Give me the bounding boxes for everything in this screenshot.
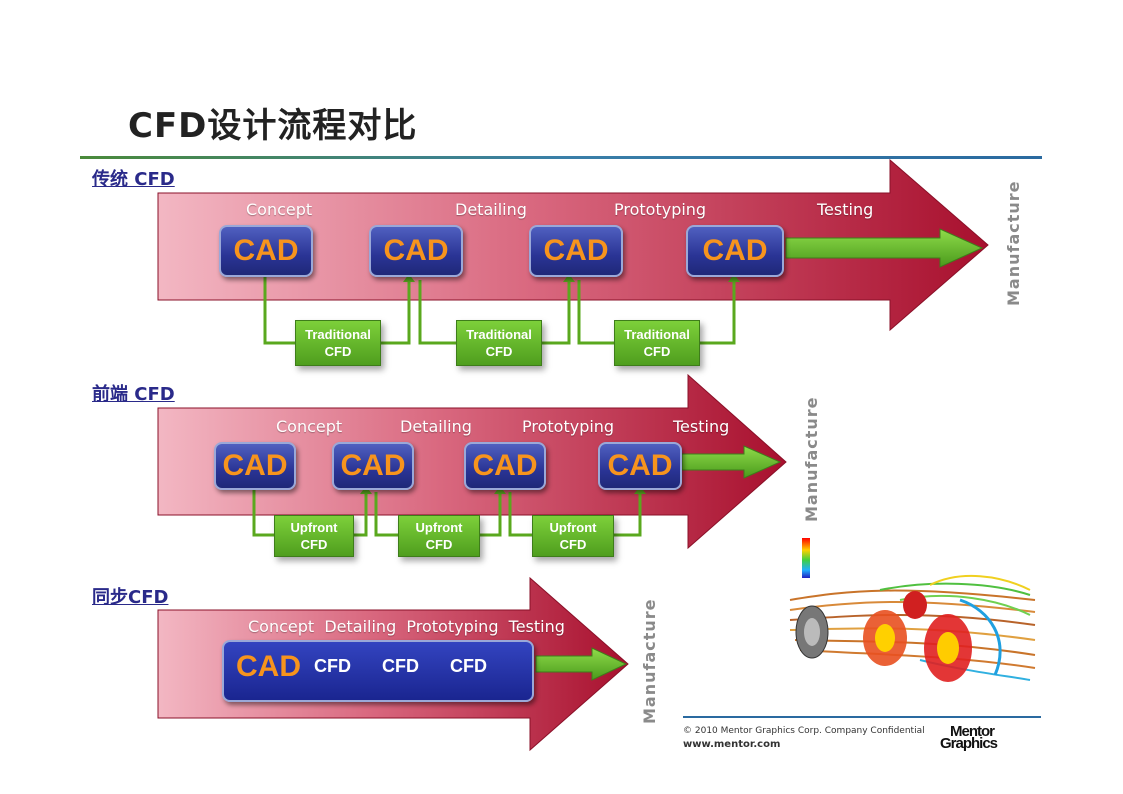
cfd-label: CFD [450,656,487,676]
stage-testing: Testing [673,417,730,436]
stage-prototyping: Prototyping [522,417,615,436]
stage-row: Concept Detailing Prototyping Testing [248,617,565,636]
cad-block: CAD [464,442,546,490]
cfd-simulation-image [789,538,1036,682]
cad-block: CAD [214,442,296,490]
cfd-box: Upfront CFD [274,515,354,557]
copyright-text: © 2010 Mentor Graphics Corp. Company Con… [683,726,925,736]
connectors-traditional [263,275,736,345]
cfd-box-line2: CFD [324,344,352,359]
title-divider [80,156,1042,159]
cfd-box-line2: CFD [643,344,671,359]
manufacture-label: Manufacture [802,396,821,522]
cfd-box: Upfront CFD [398,515,480,557]
section-label-concurrent: 同步CFD [92,587,169,608]
stage-concept: Concept [246,200,313,219]
footer-url: www.mentor.com [683,739,781,750]
stage-detailing: Detailing [455,200,527,219]
cad-block: CAD [686,225,784,277]
mentor-graphics-logo: Mentor Graphics [940,723,998,752]
final-arrow-traditional [785,228,984,268]
cfd-box-line1: Upfront [290,520,338,535]
manufacture-label: Manufacture [640,598,659,724]
cfd-box-line2: CFD [485,344,513,359]
logo-line1: Mentor [950,723,995,740]
cad-block: CAD [529,225,623,277]
section-label-traditional: 传统 CFD [92,169,175,190]
page-title: CFD设计流程对比 [128,106,418,146]
cad-block: CAD [332,442,414,490]
section-label-upfront: 前端 CFD [92,384,175,405]
cfd-box-line2: CFD [559,537,587,552]
connectors-upfront [252,488,642,537]
cfd-box-line1: Traditional [624,327,690,342]
cfd-box-line2: CFD [300,537,328,552]
stage-testing: Testing [817,200,874,219]
final-arrow-upfront [681,445,782,479]
footer-text: © 2010 Mentor Graphics Corp. Company Con… [683,725,925,751]
cfd-box: Traditional CFD [614,320,700,366]
cfd-label: CFD [314,656,351,676]
cfd-label: CFD [382,656,419,676]
cfd-box: Upfront CFD [532,515,614,557]
cfd-box-line1: Traditional [305,327,371,342]
cfd-box-line1: Upfront [549,520,597,535]
cad-label: CAD [236,650,301,683]
manufacture-label: Manufacture [1004,180,1023,306]
cfd-box-line1: Traditional [466,327,532,342]
stage-concept: Concept [276,417,343,436]
stage-detailing: Detailing [400,417,472,436]
concurrent-cad-panel [222,640,534,702]
cfd-box: Traditional CFD [456,320,542,366]
stage-prototyping: Prototyping [614,200,707,219]
cad-block: CAD [369,225,463,277]
footer-divider [683,716,1041,718]
cfd-box-line2: CFD [425,537,453,552]
cfd-box: Traditional CFD [295,320,381,366]
logo-line2: Graphics [940,735,998,752]
final-arrow-concurrent [535,647,628,681]
cfd-box-line1: Upfront [415,520,463,535]
cad-block: CAD [598,442,682,490]
cad-block: CAD [219,225,313,277]
